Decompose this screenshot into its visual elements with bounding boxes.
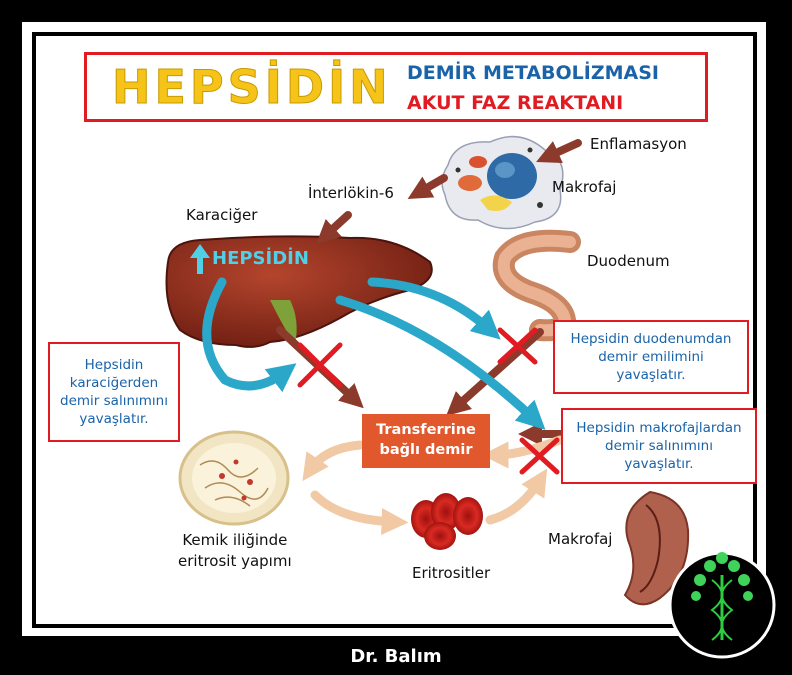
- label-makrofaj-top: Makrofaj: [552, 178, 617, 196]
- red-x-marks: [297, 327, 560, 475]
- label-kemik-line-1: Kemik iliğinde: [182, 531, 288, 549]
- cyan-arrows: [202, 277, 546, 430]
- label-eritrositler: Eritrositler: [412, 564, 491, 582]
- title-box: [84, 52, 708, 122]
- duodenum-icon: [492, 229, 581, 342]
- note-duodenum-line-3: yavaşlatır.: [616, 367, 686, 384]
- erythrocytes-icon: [411, 493, 483, 550]
- label-interlokin: İnterlökin-6: [308, 184, 394, 202]
- label-karaciger: Karaciğer: [186, 206, 258, 224]
- label-kemik-iligi: Kemik iliğinde eritrosit yapımı: [178, 530, 292, 572]
- note-duodenum-line-1: Hepsidin duodenumdan: [570, 330, 732, 347]
- note-liver: Hepsidin karaciğerden demir salınımını y…: [48, 342, 180, 442]
- label-duodenum: Duodenum: [587, 252, 670, 270]
- up-arrow-icon: [190, 244, 210, 274]
- transferrin-box: Transferrine bağlı demir: [362, 414, 490, 468]
- note-liver-line-3: demir salınımını: [60, 393, 168, 409]
- label-kemik-line-2: eritrosit yapımı: [178, 552, 292, 570]
- label-hepsidin-liver: HEPSİDİN: [212, 248, 309, 269]
- red-x-duodenum: [497, 327, 538, 365]
- bone-marrow-icon: [178, 430, 290, 526]
- note-duodenum-line-2: demir emilimini: [598, 348, 704, 365]
- transferrin-line-2: bağlı demir: [379, 442, 473, 458]
- dna-tree-logo-icon: [668, 551, 776, 659]
- macrophage-cell-icon: [441, 135, 564, 230]
- label-enflamasyon: Enflamasyon: [590, 135, 687, 153]
- transferrin-line-1: Transferrine: [376, 422, 476, 439]
- spleen-macrophage-icon: [623, 490, 690, 606]
- red-x-liver: [297, 342, 343, 388]
- subtitle-metabolism: DEMİR METABOLİZMASI: [407, 62, 660, 84]
- note-liver-line-1: Hepsidin: [84, 356, 144, 373]
- note-duodenum: Hepsidin duodenumdan demir emilimini yav…: [553, 320, 749, 394]
- note-liver-line-2: karaciğerden: [69, 374, 159, 391]
- note-macrophage-line-2: demir salınımını: [605, 437, 713, 454]
- red-x-macrophage: [519, 437, 560, 475]
- note-macrophage: Hepsidin makrofajlardan demir salınımını…: [561, 408, 757, 484]
- liver-icon: [165, 235, 433, 348]
- label-makrofaj-bottom: Makrofaj: [548, 530, 613, 548]
- page-title: HEPSİDİN: [112, 60, 392, 115]
- note-liver-line-4: yavaşlatır.: [79, 411, 149, 428]
- subtitle-acute-phase: AKUT FAZ REAKTANI: [407, 92, 624, 114]
- cycle-arrows: [302, 435, 565, 535]
- note-macrophage-line-3: yavaşlatır.: [624, 456, 694, 473]
- author-footer: Dr. Balım: [350, 646, 442, 667]
- note-macrophage-line-1: Hepsidin makrofajlardan: [576, 419, 742, 436]
